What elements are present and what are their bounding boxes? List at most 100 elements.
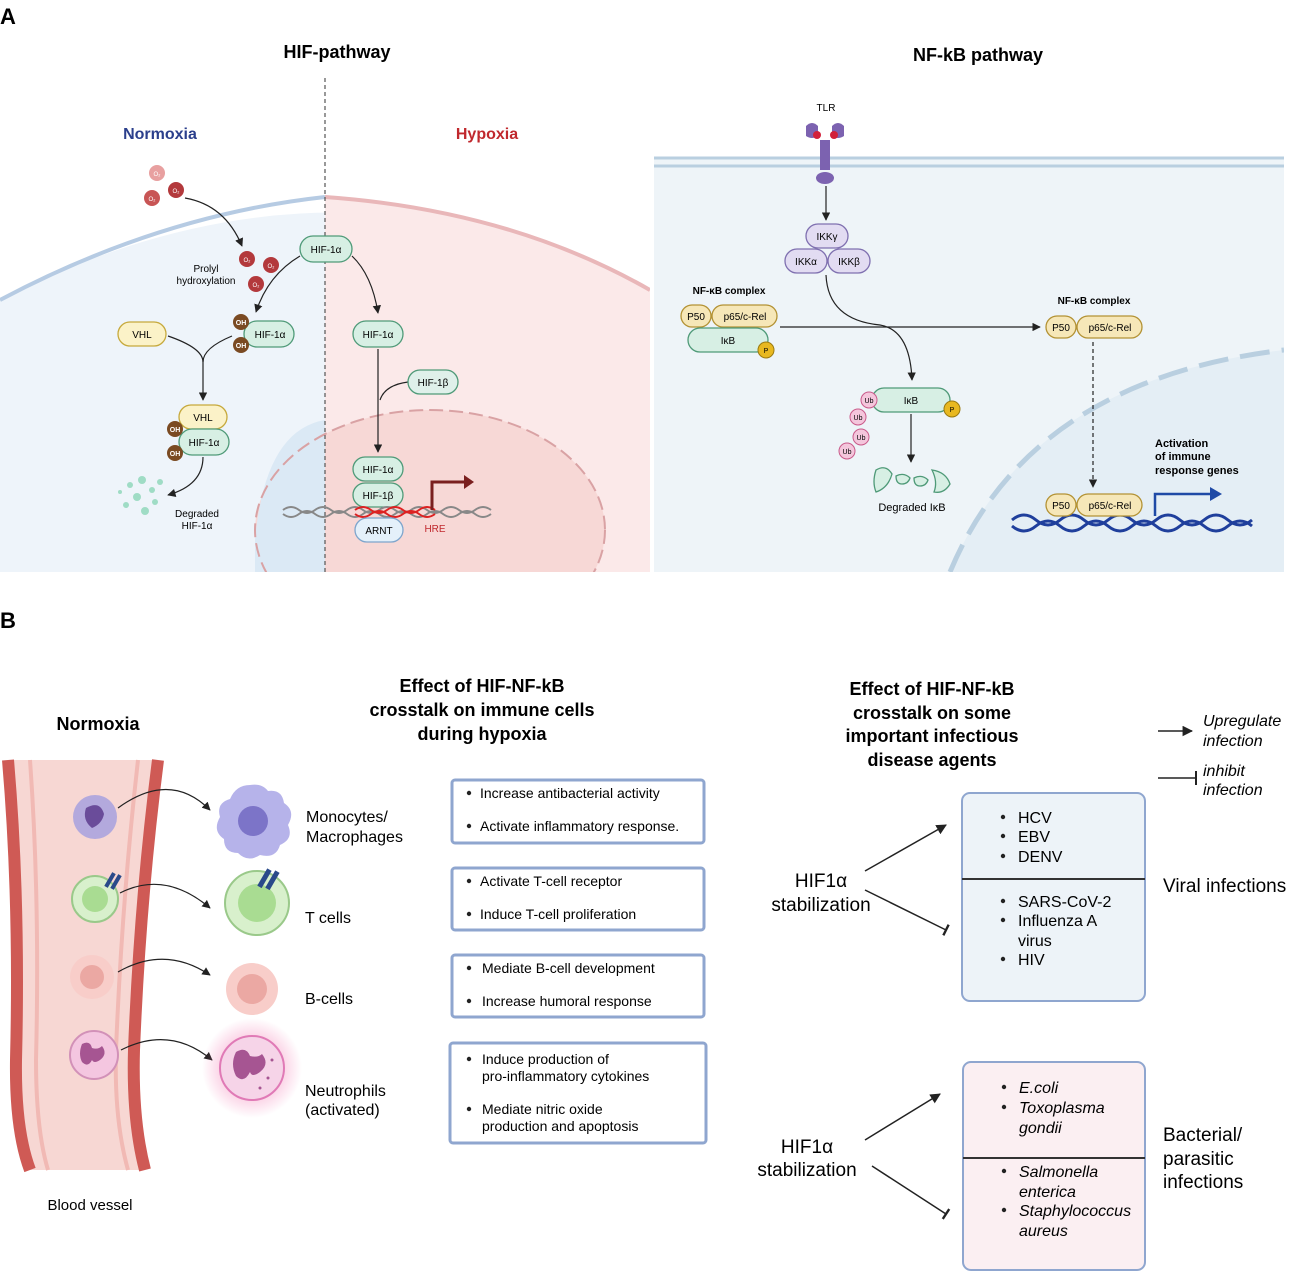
ikk-complex: IKKγ IKKα IKKβ (784, 223, 871, 274)
panel-a-label: A (0, 4, 16, 29)
svg-text:Salmonella: Salmonella (1019, 1164, 1098, 1181)
svg-text:HIF-1α: HIF-1α (363, 465, 394, 476)
svg-text:Toxoplasma: Toxoplasma (1019, 1100, 1105, 1117)
svg-text:Ub: Ub (843, 449, 852, 456)
hif1b-join-line (379, 381, 409, 401)
nfkb-pathway-title: NF-kB pathway (913, 45, 1043, 65)
tcell-arrow (119, 883, 211, 909)
agents-title-3: important infectious (845, 726, 1018, 746)
cell-label-2: B-cells (305, 991, 353, 1008)
svg-text:O₂: O₂ (154, 172, 162, 178)
viral-stabilization-1: HIF1α (795, 871, 847, 892)
ubiquitinated-ikb: IκB P Ub Ub Ub Ub (838, 387, 961, 460)
svg-text:production and apoptosis: production and apoptosis (482, 1118, 638, 1134)
tlr-receptor (806, 123, 844, 184)
cell-label-3a: Neutrophils (305, 1083, 386, 1100)
effect-box-3: Induce production of pro-inflammatory cy… (448, 1041, 708, 1145)
svg-text:OH: OH (170, 451, 181, 458)
svg-text:P: P (950, 407, 955, 414)
viral-inhibit-arrow (864, 889, 950, 936)
svg-text:ARNT: ARNT (365, 526, 392, 537)
svg-text:Ub: Ub (854, 415, 863, 422)
hre-arrow-head (464, 475, 474, 489)
nfkb-complex-bound: P50 p65/c-Rel (1045, 493, 1143, 517)
svg-text:HIV: HIV (1018, 952, 1045, 969)
bcell-arrow (117, 958, 211, 976)
bacterial-label-2: parasitic (1163, 1149, 1234, 1170)
hydroxylated-hif1a: HIF-1α OH OH (233, 314, 295, 353)
svg-text:EBV: EBV (1018, 829, 1050, 846)
svg-text:O₂: O₂ (268, 264, 276, 270)
svg-text:DENV: DENV (1018, 849, 1063, 866)
svg-text:Mediate B-cell development: Mediate B-cell development (482, 960, 655, 976)
bcell-activated (226, 963, 278, 1015)
svg-text:P50: P50 (1052, 501, 1070, 512)
svg-text:p65/c-Rel: p65/c-Rel (724, 312, 767, 323)
activation-label-2: of immune (1155, 451, 1211, 463)
prolyl-label-1: Prolyl (193, 264, 218, 275)
degraded-ikb-fragments (873, 467, 951, 493)
svg-text:O₂: O₂ (173, 189, 181, 195)
ikb-phosphorylation-arrow (825, 274, 916, 381)
neutrophil-activated (202, 1018, 302, 1118)
macrophage-activated (216, 784, 292, 859)
svg-text:VHL: VHL (132, 330, 152, 341)
svg-text:Activate T-cell receptor: Activate T-cell receptor (480, 873, 622, 889)
bacterial-inhibit-arrow (871, 1165, 951, 1220)
legend-inhibit-1: inhibit (1203, 763, 1245, 780)
nfkb-complex-inactive: P50 p65/c-Rel IκB P (680, 304, 778, 359)
svg-text:P: P (764, 348, 769, 355)
svg-text:O₂: O₂ (149, 197, 157, 203)
arnt-box: ARNT (354, 517, 404, 543)
gene-activation-arrow-head (1210, 487, 1222, 501)
cell-label-0a: Monocytes/ (306, 809, 388, 826)
bacterial-stabilization-1: HIF1α (781, 1137, 833, 1158)
bacterial-label-1: Bacterial/ (1163, 1125, 1243, 1146)
oxygen-molecules: O₂ O₂ O₂ O₂ O₂ O₂ (144, 165, 279, 292)
svg-text:P50: P50 (687, 312, 705, 323)
neutrophil-in-vessel (69, 1030, 119, 1080)
svg-text:OH: OH (236, 320, 247, 327)
svg-text:O₂: O₂ (244, 258, 252, 264)
bacterial-stabilization-2: stabilization (757, 1160, 856, 1181)
nfkb-complex-label-right: NF-κB complex (1058, 296, 1131, 307)
hypoxia-label: Hypoxia (456, 126, 518, 143)
legend-inhibit-2: infection (1203, 782, 1263, 799)
svg-text:p65/c-Rel: p65/c-Rel (1089, 501, 1132, 512)
hre-label: HRE (424, 524, 445, 535)
agents-title-1: Effect of HIF-NF-kB (850, 679, 1015, 699)
svg-text:HIF-1β: HIF-1β (363, 491, 394, 502)
legend-upregulate-2: infection (1203, 733, 1263, 750)
cell-label-3b: (activated) (305, 1102, 380, 1119)
degraded-hif-label-1: Degraded (175, 509, 219, 520)
svg-text:gondii: gondii (1019, 1120, 1062, 1137)
effect-box-0: Increase antibacterial activity Activate… (450, 778, 706, 845)
agents-title-2: crosstalk on some (853, 703, 1011, 723)
svg-text:Activate inflammatory response: Activate inflammatory response. (480, 818, 679, 834)
effect-box-1: Activate T-cell receptor Induce T-cell p… (450, 866, 706, 932)
svg-text:OH: OH (170, 427, 181, 434)
tcell-activated (224, 868, 290, 936)
svg-text:Staphylococcus: Staphylococcus (1019, 1203, 1131, 1220)
legend-upregulate-1: Upregulate (1203, 713, 1281, 730)
hif1a-hypoxia: HIF-1α (352, 320, 404, 348)
viral-upregulate-arrow (864, 824, 947, 872)
normoxia-label: Normoxia (123, 126, 197, 143)
svg-text:IκB: IκB (904, 396, 919, 407)
vhl-hif-complex: VHL HIF-1α OH OH (167, 404, 230, 461)
agents-title-4: disease agents (867, 750, 996, 770)
svg-text:HIF-1α: HIF-1α (363, 330, 394, 341)
hif-dimer: HIF-1α HIF-1β (352, 456, 404, 508)
svg-text:enterica: enterica (1019, 1184, 1076, 1201)
hif1a-top: HIF-1α (299, 235, 353, 263)
degradation-arrow (167, 456, 204, 497)
activation-label-3: response genes (1155, 465, 1239, 477)
viral-box: HCV EBV DENV SARS-CoV-2 Influenza A viru… (961, 792, 1146, 1002)
cell-label-1: T cells (305, 910, 351, 927)
svg-text:HIF-1α: HIF-1α (255, 330, 286, 341)
degraded-ikb-label: Degraded IκB (878, 502, 945, 514)
svg-text:HIF-1β: HIF-1β (418, 378, 449, 389)
vhl-top: VHL (117, 321, 167, 347)
svg-text:pro-inflammatory cytokines: pro-inflammatory cytokines (482, 1068, 649, 1084)
svg-text:Increase humoral response: Increase humoral response (482, 993, 652, 1009)
